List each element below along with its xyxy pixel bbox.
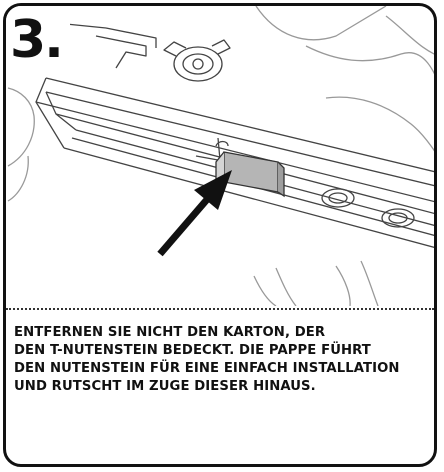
instruction-line: UND RUTSCHT IM ZUGE DIESER HINAUS. <box>14 379 316 394</box>
instruction-line: ENTFERNEN SIE NICHT DEN KARTON, DER <box>14 325 326 340</box>
instruction-line: DEN T-NUTENSTEIN BEDECKT. DIE PAPPE FÜHR… <box>14 343 371 358</box>
step-badge <box>6 6 70 70</box>
cardboard-cover <box>215 151 285 198</box>
instruction-line: DEN NUTENSTEIN FÜR EINE EINFACH INSTALLA… <box>14 361 400 376</box>
instruction-card: 3. ENTFERNEN SIE NICHT DEN KARTON, DER D… <box>3 3 437 467</box>
dotted-divider <box>6 308 434 310</box>
step-number: 3. <box>10 10 64 70</box>
rail-illustration <box>7 6 434 306</box>
arrow-icon <box>157 170 232 257</box>
instruction-text: ENTFERNEN SIE NICHT DEN KARTON, DER DEN … <box>14 324 434 396</box>
